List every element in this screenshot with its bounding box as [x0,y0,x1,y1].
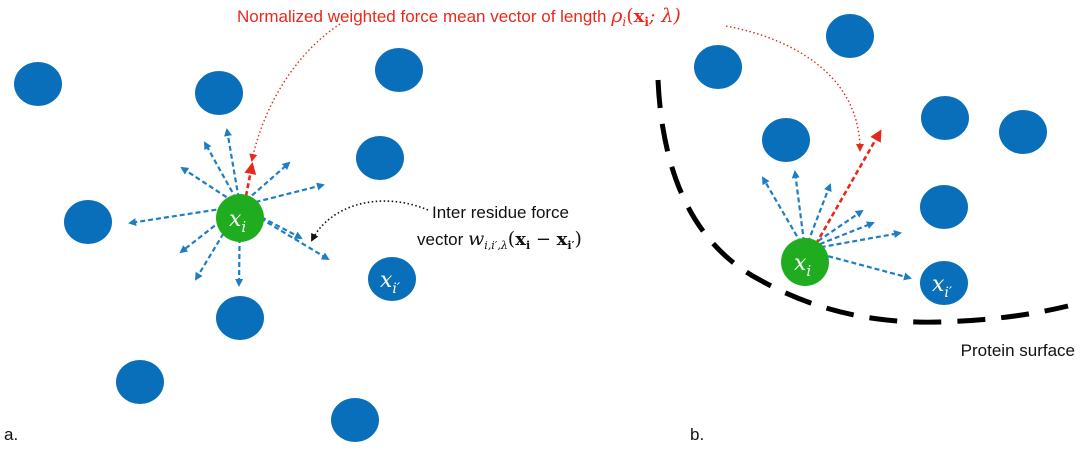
residue [14,62,62,106]
mean-vector-leader-a [249,23,341,162]
mean-vector-annotation: Normalized weighted force mean vector of… [237,5,681,29]
neighbor-residue-a: xi′ [368,257,416,301]
force-arrow [235,205,244,287]
mean-force-arrow [244,162,257,197]
residue [356,136,404,180]
focus-residue-a: xi [216,194,264,242]
mean-force-arrow [814,129,882,245]
force-arrow [761,176,806,251]
force-arrow [194,205,241,281]
force-arrow [224,128,242,207]
residue [116,360,164,404]
panel-a-label: a. [4,425,18,444]
residue [999,110,1047,154]
residue [921,96,969,140]
residue [375,48,423,92]
mean-vector-leader-b [725,25,864,152]
residue [826,14,874,58]
protein-surface-curve [655,79,1069,325]
residue [195,71,243,115]
residue [216,296,264,340]
force-arrow [239,182,325,208]
svg-text:xi′: xi′ [932,272,953,301]
focus-residue-b: xi [781,238,829,286]
residue [694,45,742,89]
residue [64,200,112,244]
force-arrow [791,170,807,251]
residue [331,398,379,442]
force-vector-formula: vector wi,i′,λ(xi − xi′) [417,228,582,252]
panel-b: xi xi′ Protein surface b. [655,14,1075,444]
neighbor-residue-b: xi′ [920,261,968,305]
svg-text:xi: xi [229,207,246,236]
panel-b-label: b. [690,425,704,444]
svg-text:xi: xi [794,251,811,280]
force-vector-leader [311,200,429,242]
svg-text:xi′: xi′ [380,268,401,297]
residue [920,185,968,229]
panel-a: xi xi′ a. [4,48,423,444]
residue [762,118,810,162]
force-vector-annotation: Inter residue force [432,203,569,222]
surface-label: Protein surface [961,341,1075,360]
